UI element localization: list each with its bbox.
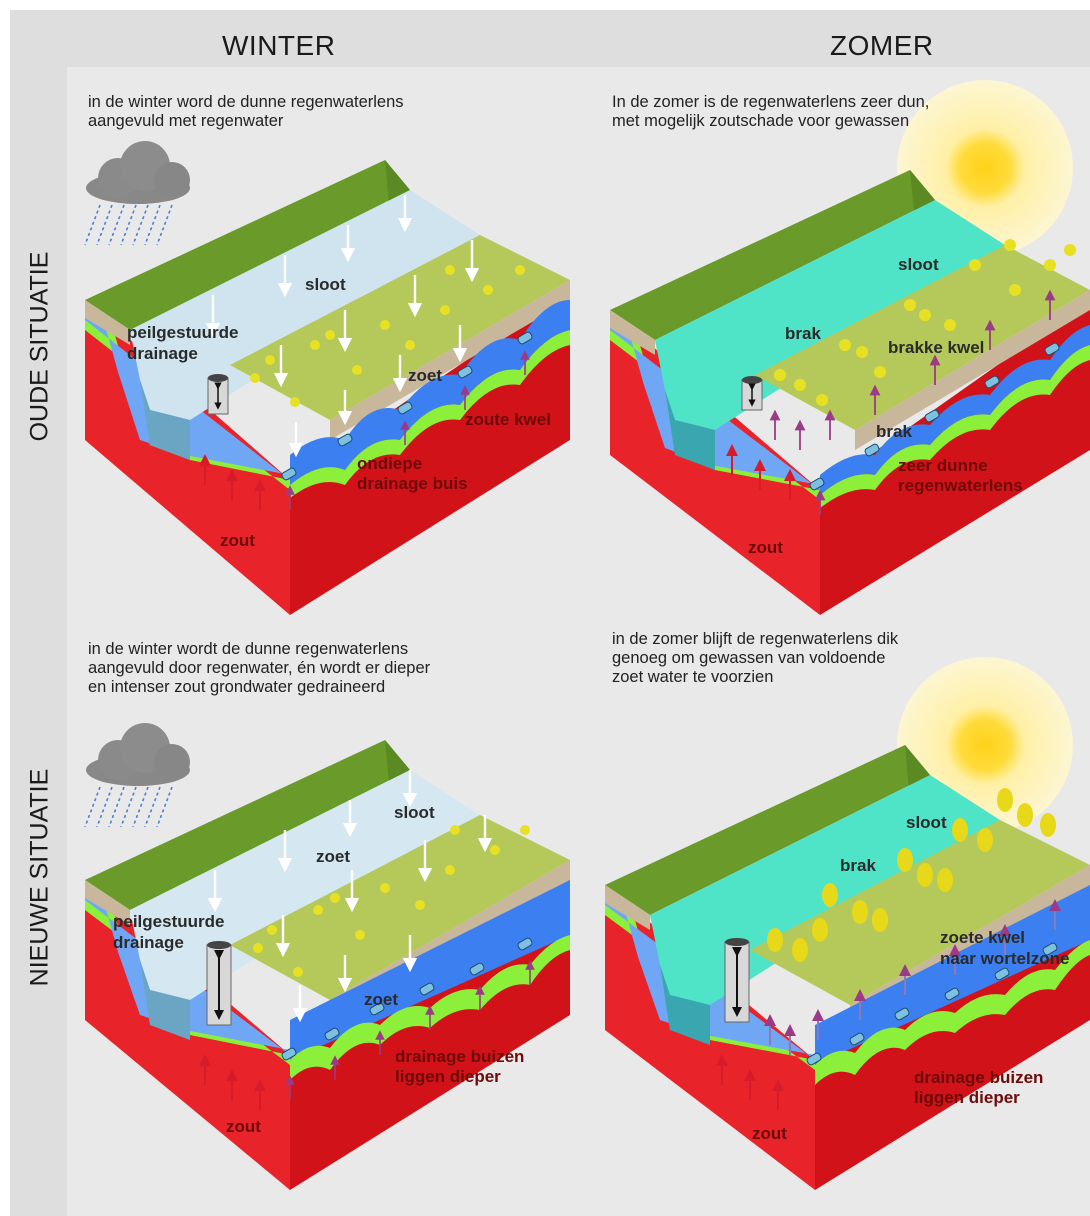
label-drainage-buizen-new-winter: drainage buizen [395, 1047, 525, 1066]
label-zout-new-winter: zout [226, 1117, 261, 1136]
caption-new-winter: in de winter wordt de dunne regenwaterle… [88, 640, 430, 697]
label-ondiepe-old-winter: ondiepe [357, 454, 423, 473]
label-zeer-dunne-old-zomer: zeer dunne [898, 456, 988, 475]
caption-old-zomer: In de zomer is de regenwaterlens zeer du… [612, 93, 929, 131]
caption-line: in de winter word de dunne regenwaterlen… [88, 93, 404, 111]
label-zout-old-zomer: zout [748, 538, 783, 557]
label-drainage-old-winter: drainage [127, 344, 198, 363]
label-liggen-dieper-new-winter: liggen dieper [395, 1067, 501, 1086]
label-zoet-old-winter: zoet [408, 366, 442, 385]
label-zout-new-zomer: zout [752, 1124, 787, 1143]
label-liggen-dieper-new-zomer: liggen dieper [914, 1088, 1020, 1107]
label-zoet-top-new-winter: zoet [316, 847, 350, 866]
label-brak-new-zomer: brak [840, 856, 876, 875]
label-zout-old-winter: zout [220, 531, 255, 550]
label-drainage-buis-old-winter: drainage buis [357, 474, 468, 493]
panel-new-winter [84, 723, 570, 1190]
label-sloot-new-winter: sloot [394, 803, 435, 822]
column-header-zomer: ZOMER [830, 30, 934, 61]
label-naar-wortelzone-new-zomer: naar wortelzone [940, 949, 1070, 968]
caption-line: genoeg om gewassen van voldoende [612, 649, 886, 667]
label-zoute-kwel-old-winter: zoute kwel [465, 410, 551, 429]
label-zoete-kwel-new-zomer: zoete kwel [940, 928, 1026, 947]
label-peilgestuurde-new-winter: peilgestuurde [113, 912, 225, 931]
panel-old-zomer [610, 80, 1090, 615]
panel-old-winter [84, 141, 570, 615]
caption-line: aangevuld met regenwater [88, 112, 284, 130]
label-regenwaterlens-old-zomer: regenwaterlens [898, 476, 1023, 495]
caption-line: in de winter wordt de dunne regenwaterle… [88, 640, 409, 658]
caption-line: in de zomer blijft de regenwaterlens dik [612, 630, 899, 648]
label-peilgestuurde-old-winter: peilgestuurde [127, 323, 239, 342]
label-sloot-new-zomer: sloot [906, 813, 947, 832]
label-sloot-old-winter: sloot [305, 275, 346, 294]
label-drainage-new-winter: drainage [113, 933, 184, 952]
column-header-winter: WINTER [222, 30, 336, 61]
panel-new-zomer [605, 657, 1090, 1190]
rain-cloud-icon [84, 141, 190, 246]
label-sloot-old-zomer: sloot [898, 255, 939, 274]
label-drainage-buizen-new-zomer: drainage buizen [914, 1068, 1044, 1087]
caption-line: aangevuld door regenwater, én wordt er d… [88, 659, 431, 677]
label-brak2-old-zomer: brak [876, 422, 912, 441]
caption-old-winter: in de winter word de dunne regenwaterlen… [88, 93, 404, 131]
rain-cloud-icon [84, 723, 190, 828]
label-brak-old-zomer: brak [785, 324, 821, 343]
caption-new-zomer: in de zomer blijft de regenwaterlens dik… [612, 630, 898, 687]
caption-line: met mogelijk zoutschade voor gewassen [612, 112, 910, 130]
caption-line: zoet water te voorzien [612, 668, 774, 686]
caption-line: en intenser zout grondwater gedraineerd [88, 678, 386, 696]
label-brakke-kwel-old-zomer: brakke kwel [888, 338, 985, 357]
caption-line: In de zomer is de regenwaterlens zeer du… [612, 93, 930, 111]
label-zoet-new-winter: zoet [364, 990, 398, 1009]
